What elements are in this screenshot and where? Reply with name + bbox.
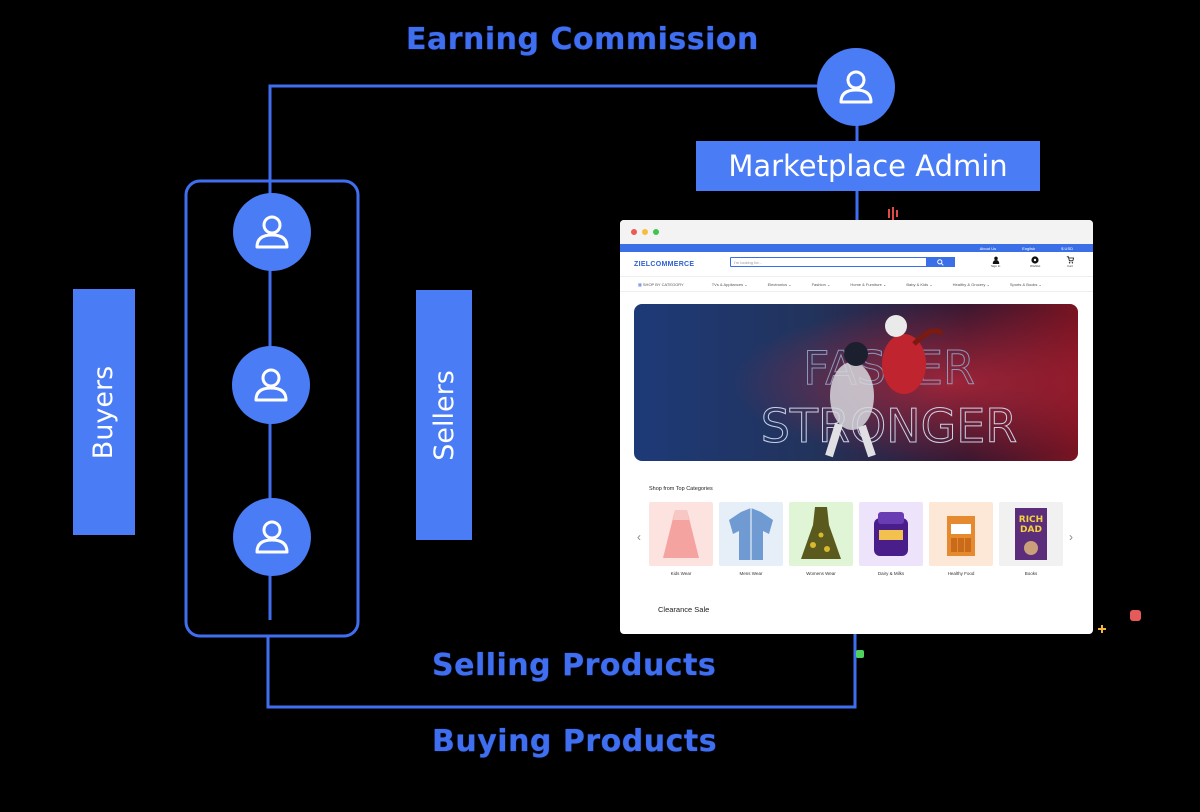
cart-label: Cart xyxy=(1067,264,1073,268)
category-card-kids-wear[interactable]: Kids Wear xyxy=(649,502,713,576)
wishlist-label: Wishlist xyxy=(1030,264,1041,268)
search-input[interactable]: I'm looking for... xyxy=(730,257,955,267)
hero-banner[interactable]: FASTER STRONGER xyxy=(634,304,1078,461)
nav-label: Fashion xyxy=(811,281,826,287)
chevron-down-icon: ⌄ xyxy=(1038,281,1042,287)
nav-healthy-grocery[interactable]: Healthy & Grocery ⌄ xyxy=(953,282,990,287)
currency-select[interactable]: $ USD xyxy=(1061,245,1073,251)
search-button[interactable] xyxy=(926,257,955,267)
clearance-sale-title: Clearance Sale xyxy=(658,605,710,614)
store-header: ZIELCOMMERCE I'm looking for... Sign In … xyxy=(620,252,1093,276)
nav-label: TVs & Appliances xyxy=(711,281,744,287)
category-label: Dairy & Milks xyxy=(877,571,905,576)
kids-wear-image xyxy=(649,502,713,566)
nav-label: Baby & Kids xyxy=(906,281,929,287)
admin-user-node xyxy=(817,48,895,126)
category-label: Books xyxy=(1024,571,1038,576)
shop-by-category-button[interactable]: ▦ SHOP BY CATEGORY xyxy=(638,282,684,287)
grid-icon: ▦ xyxy=(638,281,643,287)
svg-text:DAD: DAD xyxy=(1020,525,1042,535)
selling-products-label: Selling Products xyxy=(432,648,717,683)
close-dot[interactable] xyxy=(631,229,637,235)
mens-wear-image xyxy=(719,502,783,566)
category-card-healthy-food[interactable]: Healthy Food xyxy=(929,502,993,576)
nav-home-furniture[interactable]: Home & Furniture ⌄ xyxy=(850,282,886,287)
wishlist-button[interactable]: Wishlist xyxy=(1030,256,1040,268)
user-node-3 xyxy=(233,498,311,576)
language-select[interactable]: English xyxy=(1022,245,1036,251)
carousel-prev-button[interactable]: ‹ xyxy=(637,530,641,544)
top-categories-title: Shop from Top Categories xyxy=(649,486,713,492)
category-label: Healthy Food xyxy=(947,571,975,576)
category-card-mens-wear[interactable]: Mens Wear xyxy=(719,502,783,576)
svg-text:RICH: RICH xyxy=(1019,515,1043,525)
category-label: Kids Wear xyxy=(670,571,692,576)
storefront-browser-window: About Us English $ USD ZIELCOMMERCE I'm … xyxy=(620,220,1093,634)
user-icon xyxy=(839,70,873,104)
maximize-dot[interactable] xyxy=(653,229,659,235)
carousel-next-button[interactable]: › xyxy=(1069,530,1073,544)
marketplace-admin-box: Marketplace Admin xyxy=(696,141,1040,191)
sellers-box: Sellers xyxy=(416,290,472,540)
chevron-down-icon: ⌄ xyxy=(744,281,748,287)
nav-label: Home & Furniture xyxy=(850,281,882,287)
nav-label: Healthy & Grocery xyxy=(952,281,986,287)
chevron-down-icon: ⌄ xyxy=(986,281,990,287)
cart-button[interactable]: Cart xyxy=(1066,256,1074,268)
sign-in-label: Sign In xyxy=(991,264,1001,268)
user-node-1 xyxy=(233,193,311,271)
minimize-dot[interactable] xyxy=(642,229,648,235)
top-links-strip: About Us English $ USD xyxy=(620,244,1093,252)
football-players-image xyxy=(825,315,944,458)
sign-in-button[interactable]: Sign In xyxy=(991,256,1000,268)
user-icon xyxy=(255,215,289,249)
user-icon xyxy=(254,368,288,402)
store-logo[interactable]: ZIELCOMMERCE xyxy=(634,260,695,268)
account-icon xyxy=(992,256,999,264)
nav-label: Sports & Books xyxy=(1009,281,1038,287)
nav-tvs-appliances[interactable]: TVs & Appliances ⌄ xyxy=(712,282,748,287)
category-card-womens-wear[interactable]: Womens Wear xyxy=(789,502,853,576)
banner-text-2: STRONGER xyxy=(761,399,1018,453)
user-icon xyxy=(255,520,289,554)
nav-electronics[interactable]: Electronics ⌄ xyxy=(768,282,792,287)
search-icon xyxy=(937,258,944,266)
chevron-down-icon: ⌄ xyxy=(883,281,887,287)
category-label: Mens Wear xyxy=(739,571,763,576)
shop-by-category-label: SHOP BY CATEGORY xyxy=(642,281,684,287)
cart-icon xyxy=(1066,256,1074,264)
category-label: Womens Wear xyxy=(806,571,836,576)
womens-wear-image xyxy=(789,502,853,566)
buying-products-label: Buying Products xyxy=(432,724,718,759)
nav-baby-kids[interactable]: Baby & Kids ⌄ xyxy=(906,282,932,287)
wishlist-icon xyxy=(1031,256,1039,264)
chevron-down-icon: ⌄ xyxy=(929,281,933,287)
nav-label: Electronics xyxy=(767,281,788,287)
browser-titlebar xyxy=(620,220,1093,244)
buyers-box: Buyers xyxy=(73,289,135,535)
category-nav: ▦ SHOP BY CATEGORY TVs & Appliances ⌄ El… xyxy=(620,276,1093,292)
nav-sports-books[interactable]: Sports & Books ⌄ xyxy=(1010,282,1042,287)
earning-commission-label: Earning Commission xyxy=(406,22,759,57)
banner-artwork: FASTER STRONGER xyxy=(634,304,1078,461)
healthy-food-image xyxy=(929,502,993,566)
user-node-2 xyxy=(232,346,310,424)
category-carousel: Kids Wear Mens Wear Womens Wear Dairy & … xyxy=(649,502,1063,576)
category-card-dairy-milks[interactable]: Dairy & Milks xyxy=(859,502,923,576)
nav-fashion[interactable]: Fashion ⌄ xyxy=(812,282,831,287)
dairy-milks-image xyxy=(859,502,923,566)
sellers-label: Sellers xyxy=(428,369,460,461)
about-us-link[interactable]: About Us xyxy=(979,245,997,251)
chevron-down-icon: ⌄ xyxy=(826,281,831,287)
buyers-label: Buyers xyxy=(88,365,120,459)
chevron-down-icon: ⌄ xyxy=(788,281,792,287)
